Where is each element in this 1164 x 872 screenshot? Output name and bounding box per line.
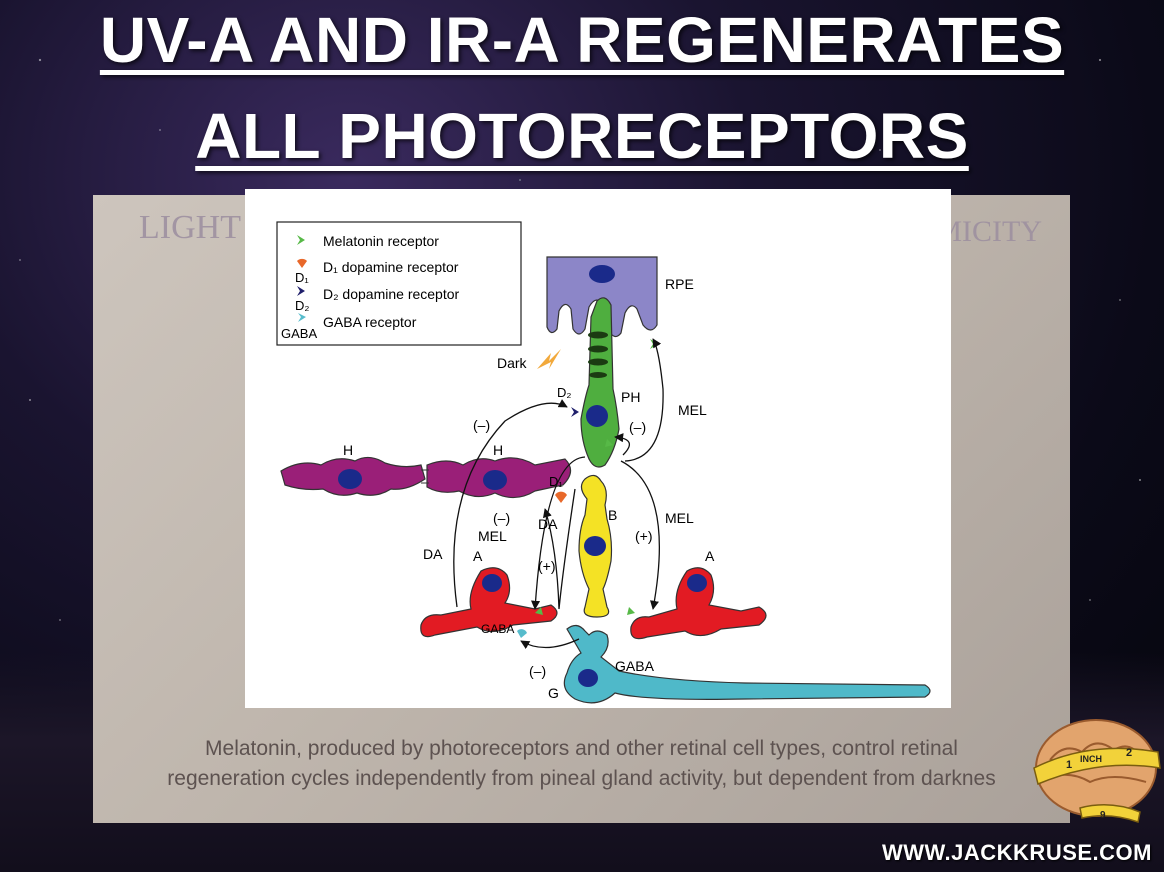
tape-number-2: 2 (1126, 747, 1132, 759)
label-da-left: DA (423, 546, 443, 562)
label-minus-mid: (–) (493, 510, 510, 526)
d1-receptor-icon-diagram (555, 491, 567, 503)
rpe-cell (546, 256, 658, 338)
tape-number-1: 1 (1066, 759, 1072, 771)
a-right-melatonin-receptor (627, 607, 635, 615)
legend-d1: D₁ dopamine receptor (323, 259, 459, 275)
label-gaba-g: GABA (615, 658, 655, 674)
legend-gaba: GABA receptor (323, 314, 417, 330)
legend: Melatonin receptor D₁ D₁ dopamine recept… (276, 221, 522, 346)
website-url[interactable]: WWW.JACKKRUSE.COM (881, 840, 1152, 865)
faded-heading-right: MICITY (935, 215, 1042, 248)
tape-number-9: 9 (1100, 810, 1106, 821)
caption-line-2: regeneration cycles independently from p… (167, 767, 996, 790)
ganglion-cell (563, 624, 931, 704)
label-mel-left: MEL (478, 528, 507, 544)
label-a-left: A (473, 548, 483, 564)
label-gaba-a: GABA (481, 622, 514, 636)
label-h-left: H (343, 442, 353, 458)
legend-d2-sub: D₂ (295, 298, 309, 313)
gaba-receptor-marker (517, 629, 527, 638)
label-minus-top-right: (–) (629, 419, 646, 435)
label-a-right: A (705, 548, 715, 564)
legend-melatonin: Melatonin receptor (323, 233, 439, 249)
label-rpe: RPE (665, 276, 694, 292)
label-mel-top: MEL (678, 402, 707, 418)
faded-heading-left: LIGHT (139, 209, 241, 246)
ph-melatonin-receptor (605, 439, 613, 447)
label-mel-mid: MEL (665, 510, 694, 526)
caption-line-1: Melatonin, produced by photoreceptors an… (205, 737, 958, 760)
label-b: B (608, 507, 617, 523)
label-ph: PH (621, 389, 640, 405)
label-minus-bottom: (–) (529, 663, 546, 679)
d2-receptor-icon (297, 286, 305, 296)
retina-diagram: Melatonin receptor D₁ D₁ dopamine recept… (245, 189, 951, 708)
horizontal-cells (280, 456, 572, 499)
melatonin-receptor-icon (297, 235, 305, 245)
signal-arrows (453, 338, 664, 650)
retina-diagram-svg: Melatonin receptor D₁ D₁ dopamine recept… (276, 221, 931, 704)
label-g: G (548, 685, 559, 701)
gaba-receptor-icon (298, 313, 306, 322)
tape-measure-icon (1033, 747, 1161, 786)
slide-caption: Melatonin, produced by photoreceptors an… (93, 734, 1070, 794)
label-dark: Dark (497, 355, 528, 371)
a-left-melatonin-receptor (535, 607, 543, 615)
title-line-2: ALL PHOTORECEPTORS (195, 100, 969, 172)
legend-d1-sub: D₁ (295, 270, 309, 285)
brain-tape-mascot: INCH 1 2 9 (1033, 719, 1161, 823)
lightning-icon (537, 349, 561, 369)
bipolar-cell (578, 474, 613, 618)
label-minus-top-left: (–) (473, 417, 490, 433)
photoreceptor-cell (580, 297, 620, 468)
legend-box (276, 221, 522, 346)
amacrine-cell-left (420, 567, 558, 638)
label-h-right: H (493, 442, 503, 458)
tape-text: INCH (1080, 754, 1102, 764)
label-plus-right: (+) (635, 528, 653, 544)
amacrine-cell-right (630, 567, 767, 640)
legend-d2: D₂ dopamine receptor (323, 286, 460, 302)
title-line-1: UV-A AND IR-A REGENERATES (99, 4, 1065, 76)
legend-gaba-sub: GABA (281, 326, 317, 341)
label-d2: D₂ (557, 385, 571, 400)
ph-d2-receptor (571, 407, 579, 417)
label-da-mid: DA (538, 516, 558, 532)
label-plus-left: (+) (538, 558, 556, 574)
d1-receptor-icon (297, 258, 307, 268)
